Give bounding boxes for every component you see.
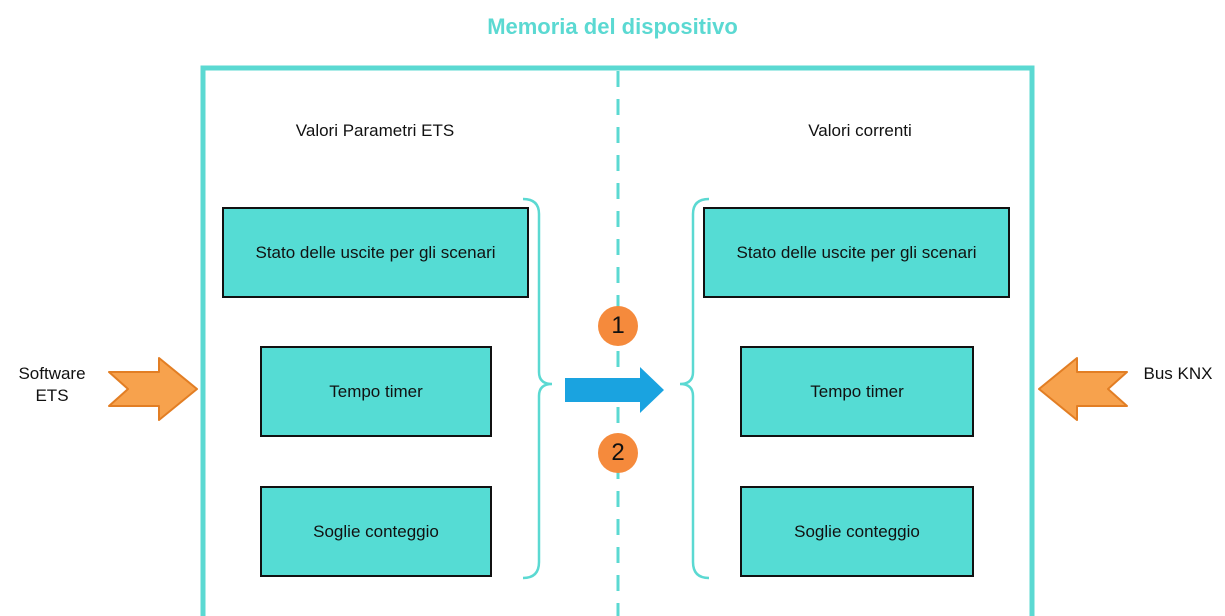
left-section-heading: Valori Parametri ETS <box>295 121 455 140</box>
right-curly-brace-icon <box>679 197 710 580</box>
right-timer-box: Tempo timer <box>740 346 974 437</box>
transfer-arrow-icon <box>565 367 664 413</box>
bus-knx-label: Bus KNX <box>1143 364 1213 383</box>
step-2-badge: 2 <box>598 433 638 473</box>
right-scenario-outputs-box: Stato delle uscite per gli scenari <box>703 207 1010 298</box>
diagram-title: Memoria del dispositivo <box>487 14 738 39</box>
left-timer-box: Tempo timer <box>260 346 492 437</box>
right-section-heading: Valori correnti <box>808 121 912 140</box>
software-ets-label: Software ETS <box>18 364 86 405</box>
left-scenario-outputs-box: Stato delle uscite per gli scenari <box>222 207 529 298</box>
right-count-thresholds-box: Soglie conteggio <box>740 486 974 577</box>
software-ets-arrow-icon <box>108 357 198 421</box>
left-count-thresholds-box: Soglie conteggio <box>260 486 492 577</box>
left-curly-brace-icon <box>522 197 553 580</box>
step-1-badge: 1 <box>598 306 638 346</box>
bus-knx-arrow-icon <box>1038 357 1128 421</box>
memory-frame <box>200 65 1035 616</box>
